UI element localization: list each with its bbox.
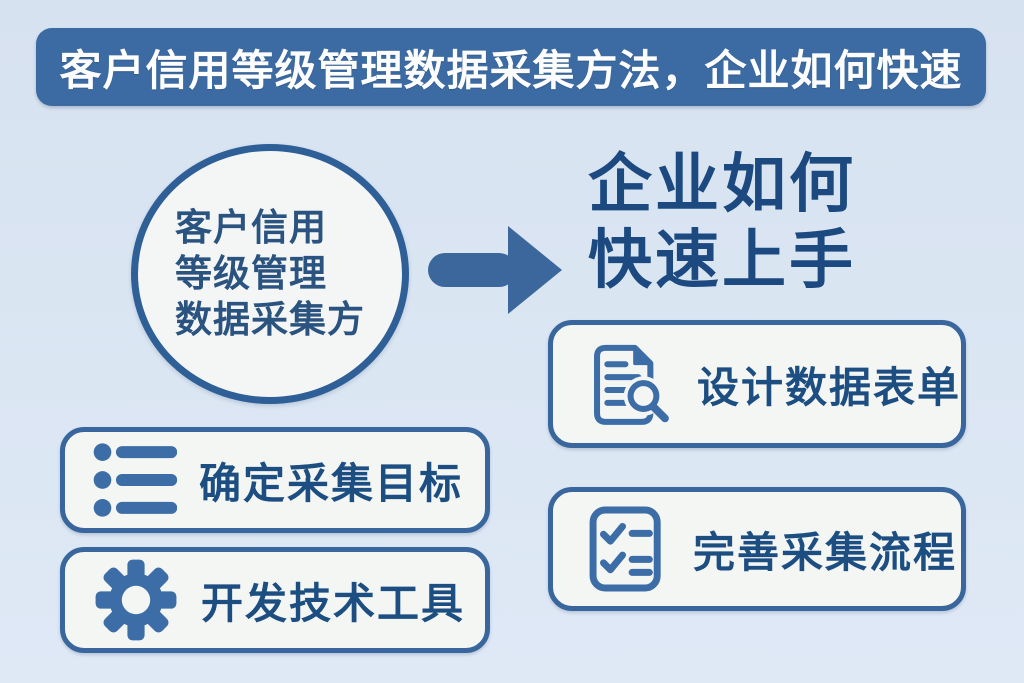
list-icon [93, 443, 177, 517]
topic-line: 数据采集方 [175, 299, 365, 340]
main-heading: 企业如何 快速上手 [588, 146, 856, 298]
title-banner: 客户信用等级管理数据采集方法，企业如何快速 [36, 28, 986, 106]
card-label: 开发技术工具 [201, 579, 466, 627]
card-label: 确定采集目标 [199, 459, 464, 507]
gear-icon [95, 559, 177, 641]
card-label: 设计数据表单 [697, 363, 962, 411]
card-label: 完善采集流程 [693, 528, 958, 576]
topic-line: 客户信用 [175, 207, 327, 248]
card-define-goals: 确定采集目标 [60, 427, 490, 533]
checklist-icon [589, 506, 661, 592]
right-arrow-icon [428, 226, 562, 314]
doc-search-icon [594, 344, 669, 425]
card-improve-process: 完善采集流程 [548, 487, 966, 611]
topic-line: 等级管理 [175, 253, 327, 294]
card-design-forms: 设计数据表单 [548, 320, 966, 448]
card-develop-tools: 开发技术工具 [60, 547, 490, 653]
banner-title: 客户信用等级管理数据采集方法，企业如何快速 [59, 46, 963, 94]
topic-circle-text: 客户信用 等级管理 数据采集方 [175, 205, 365, 343]
heading-line: 快速上手 [588, 224, 856, 296]
topic-circle: 客户信用 等级管理 数据采集方 [131, 144, 409, 404]
heading-line: 企业如何 [588, 148, 856, 220]
